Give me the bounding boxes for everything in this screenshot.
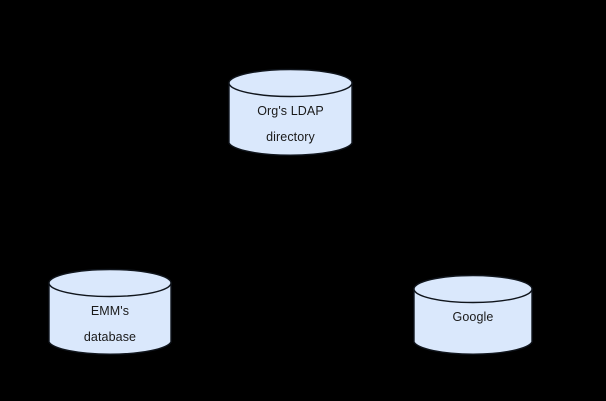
node-emm[interactable]: EMM's database (48, 268, 172, 357)
node-google[interactable]: Google (413, 274, 533, 357)
node-ldap[interactable]: Org's LDAP directory (228, 68, 353, 158)
database-cylinder-icon (48, 268, 172, 355)
database-cylinder-icon (228, 68, 353, 156)
database-cylinder-icon (413, 274, 533, 355)
